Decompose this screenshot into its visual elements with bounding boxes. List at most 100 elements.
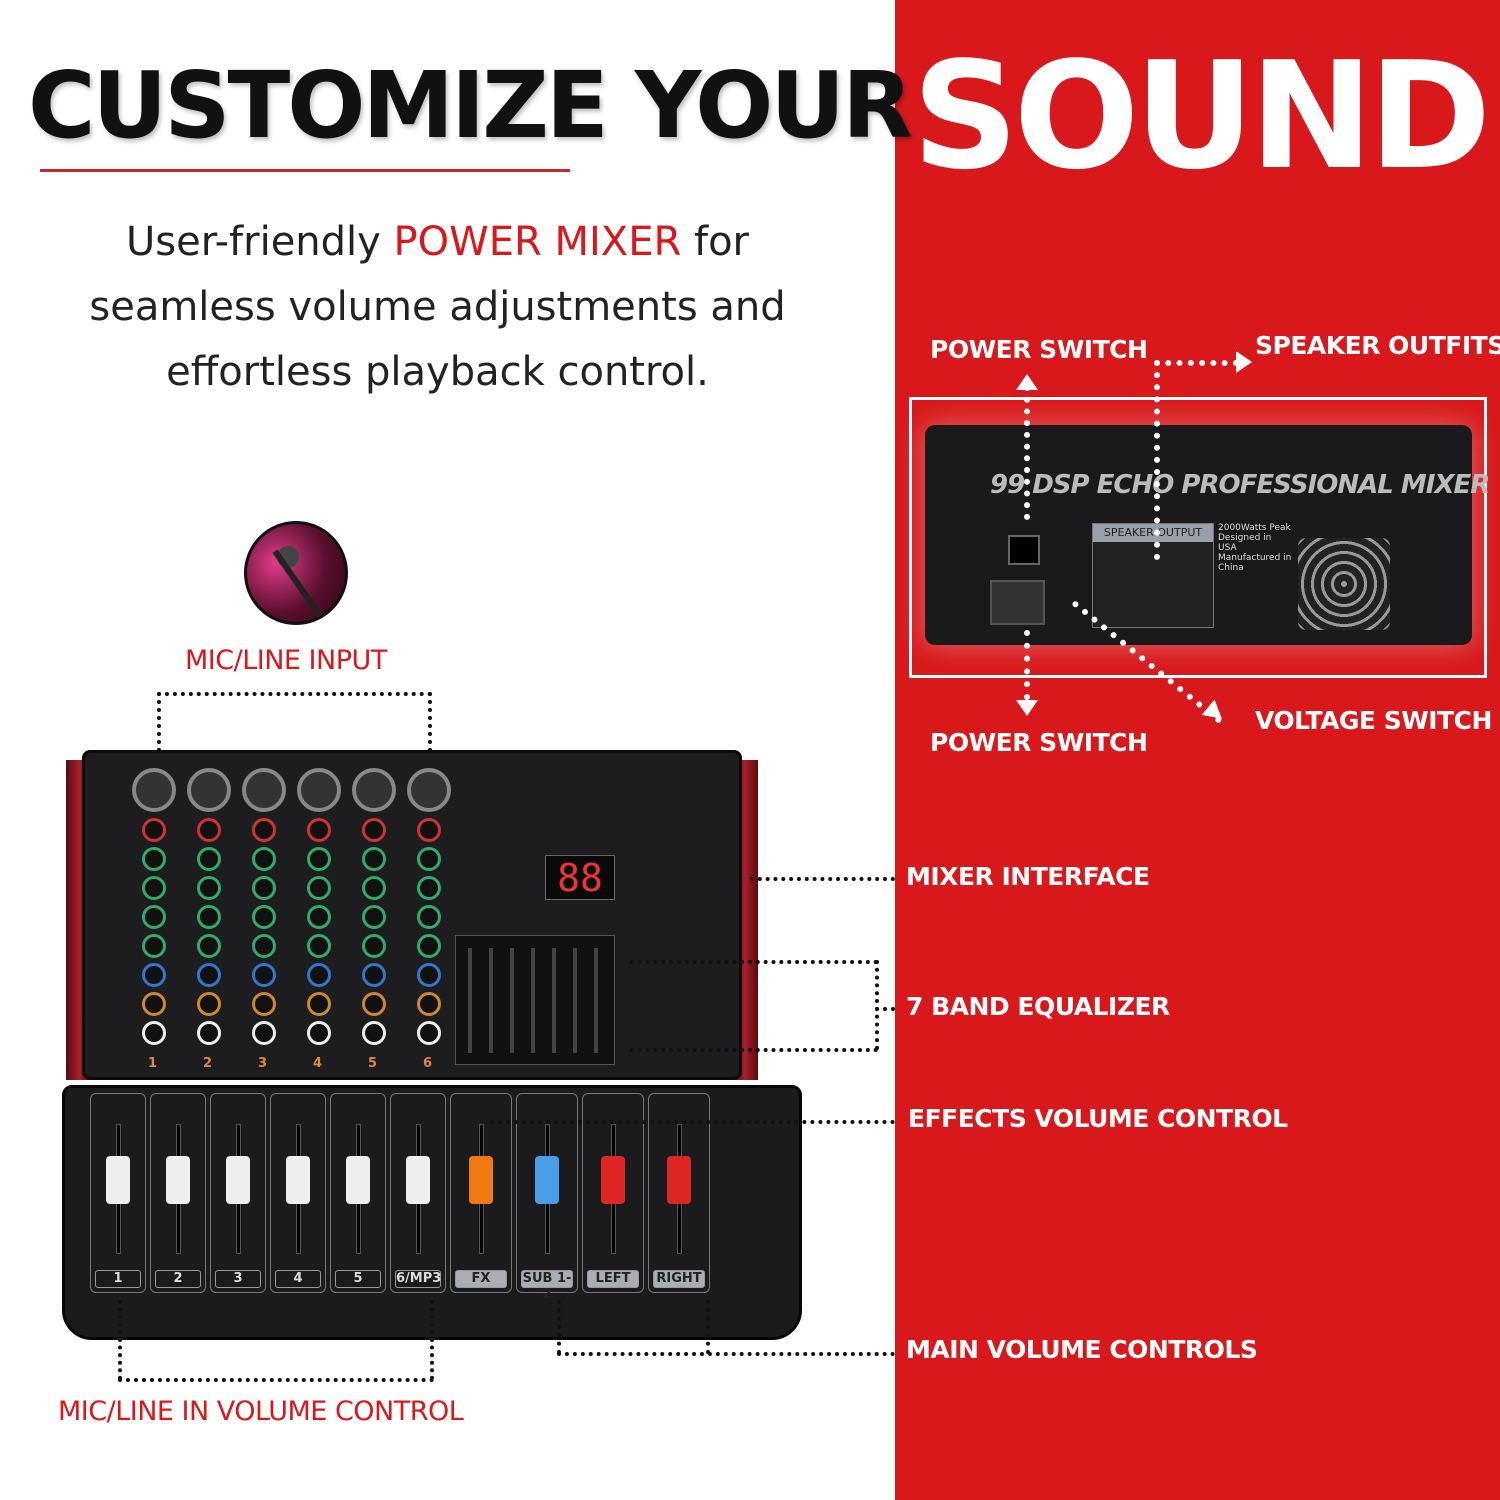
fader-label: 6/MP3 (395, 1270, 442, 1288)
fader-channel: 2 (150, 1093, 206, 1293)
channel-knob[interactable] (252, 934, 276, 958)
channel-knob[interactable] (362, 934, 386, 958)
channel-knob[interactable] (252, 905, 276, 929)
channel-knob[interactable] (417, 992, 441, 1016)
fader-cap[interactable] (535, 1156, 559, 1204)
channel-knob[interactable] (362, 1021, 386, 1045)
channel-knob[interactable] (417, 934, 441, 958)
channel-knob[interactable] (142, 963, 166, 987)
fader-cap[interactable] (106, 1156, 130, 1204)
rear-photo-frame (909, 397, 1487, 678)
channel-knob[interactable] (252, 1021, 276, 1045)
channel-knob[interactable] (252, 847, 276, 871)
channel-knob[interactable] (362, 818, 386, 842)
channel-knob[interactable] (362, 963, 386, 987)
channel-strip: 1 (130, 760, 180, 1080)
eq-line-out (875, 1007, 895, 1011)
channel-knob[interactable] (307, 992, 331, 1016)
xlr-jack[interactable] (187, 768, 231, 812)
main-volume-label: MAIN VOLUME CONTROLS (906, 1335, 1258, 1364)
eq-slider[interactable] (552, 948, 556, 1053)
xlr-jack[interactable] (352, 768, 396, 812)
channel-knob[interactable] (417, 876, 441, 900)
fader-cap[interactable] (226, 1156, 250, 1204)
channel-knob[interactable] (197, 934, 221, 958)
channel-knob[interactable] (142, 847, 166, 871)
fader-cap[interactable] (166, 1156, 190, 1204)
fader-cap[interactable] (469, 1156, 493, 1204)
power-switch-bottom-label: POWER SWITCH (930, 728, 1148, 757)
eq-slider[interactable] (468, 948, 472, 1053)
channel-knob[interactable] (307, 1021, 331, 1045)
arrow-up-icon (1016, 374, 1038, 390)
channel-knob[interactable] (362, 905, 386, 929)
channel-knob[interactable] (307, 876, 331, 900)
eq-line-top (630, 960, 878, 964)
channel-knob[interactable] (252, 963, 276, 987)
fader-channel: 1 (90, 1093, 146, 1293)
main-line (557, 1352, 895, 1356)
channel-knob[interactable] (197, 818, 221, 842)
fader-cap[interactable] (346, 1156, 370, 1204)
eq-slider[interactable] (573, 948, 577, 1053)
fader-cap[interactable] (601, 1156, 625, 1204)
graphic-equalizer (455, 935, 615, 1065)
channel-knob[interactable] (142, 934, 166, 958)
fader-label: 3 (215, 1270, 261, 1288)
xlr-jack[interactable] (297, 768, 341, 812)
channel-knob[interactable] (362, 847, 386, 871)
channel-knob[interactable] (417, 905, 441, 929)
channel-knob[interactable] (417, 1021, 441, 1045)
power-arrow-up (1024, 385, 1030, 520)
channel-strip: 3 (240, 760, 290, 1080)
fader-cap[interactable] (286, 1156, 310, 1204)
channel-knob[interactable] (197, 876, 221, 900)
fader-label: RIGHT (653, 1270, 705, 1288)
channel-knob[interactable] (197, 847, 221, 871)
channel-knob[interactable] (307, 847, 331, 871)
channel-knob[interactable] (252, 992, 276, 1016)
volume-bracket-left (118, 1300, 122, 1380)
fader-cap[interactable] (406, 1156, 430, 1204)
speaker-output-label: SPEAKER OUTPUT (1093, 524, 1213, 542)
channel-strip: 4 (295, 760, 345, 1080)
input-bracket-left (157, 692, 161, 752)
channel-knob[interactable] (307, 963, 331, 987)
eq-slider[interactable] (531, 948, 535, 1053)
speaker-output: SPEAKER OUTPUT (1092, 523, 1214, 628)
fader-cap[interactable] (667, 1156, 691, 1204)
channel-knob[interactable] (362, 992, 386, 1016)
fader-label: 1 (95, 1270, 141, 1288)
xlr-jack[interactable] (242, 768, 286, 812)
led-display: 88 (545, 855, 615, 900)
channel-knob[interactable] (197, 963, 221, 987)
xlr-jack[interactable] (132, 768, 176, 812)
channel-knob[interactable] (307, 905, 331, 929)
channel-knob[interactable] (142, 905, 166, 929)
eq-line-vertical (875, 960, 879, 1050)
channel-knob[interactable] (252, 818, 276, 842)
xlr-jack[interactable] (407, 768, 451, 812)
eq-slider[interactable] (510, 948, 514, 1053)
fader-channel: RIGHT (648, 1093, 710, 1293)
channel-knob[interactable] (417, 847, 441, 871)
channel-knob[interactable] (417, 818, 441, 842)
channel-knob[interactable] (252, 876, 276, 900)
channel-knob[interactable] (142, 818, 166, 842)
channel-knob[interactable] (142, 876, 166, 900)
channel-knob[interactable] (307, 818, 331, 842)
eq-slider[interactable] (489, 948, 493, 1053)
power-switch-top-label: POWER SWITCH (930, 335, 1148, 364)
fader-label: SUB 1-2 (521, 1270, 573, 1302)
channel-strip: 2 (185, 760, 235, 1080)
channel-knob[interactable] (197, 1021, 221, 1045)
channel-knob[interactable] (142, 992, 166, 1016)
channel-knob[interactable] (417, 963, 441, 987)
channel-knob[interactable] (307, 934, 331, 958)
channel-knob[interactable] (362, 876, 386, 900)
eq-slider[interactable] (594, 948, 598, 1053)
channel-knob[interactable] (197, 992, 221, 1016)
volume-bracket-right (430, 1300, 434, 1380)
channel-knob[interactable] (197, 905, 221, 929)
channel-knob[interactable] (142, 1021, 166, 1045)
